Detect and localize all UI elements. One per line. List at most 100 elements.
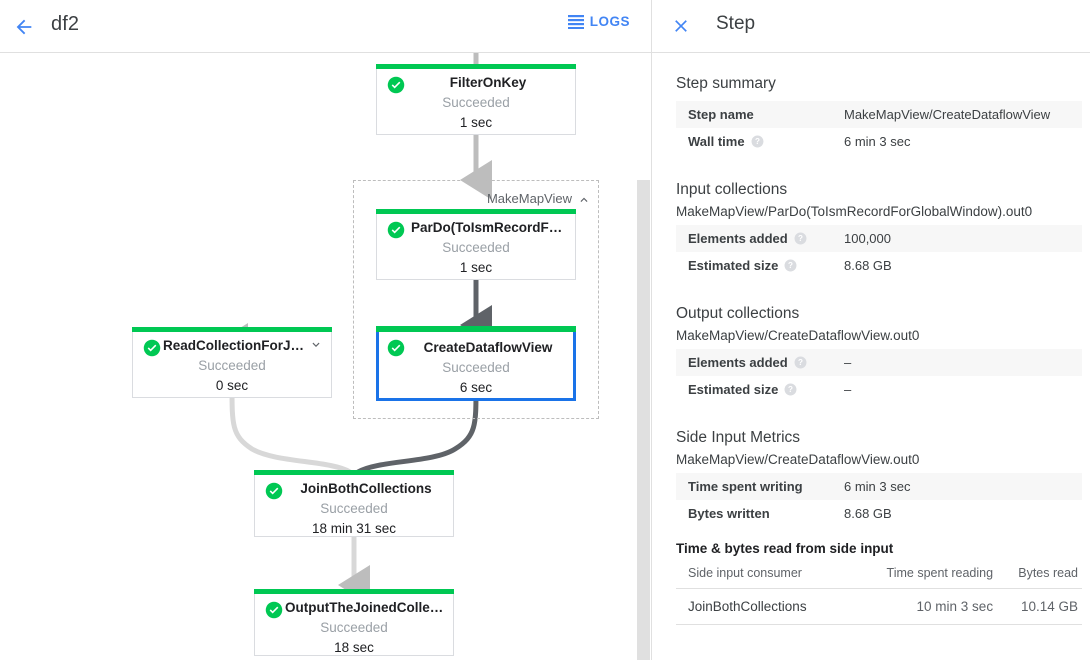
row-value: 100,000 <box>844 225 1082 252</box>
job-graph-canvas[interactable]: MakeMapView FilterOnKey Succeeded 1 sec <box>0 53 652 660</box>
graph-node-createdataflowview[interactable]: CreateDataflowView Succeeded 6 sec <box>376 326 576 401</box>
node-status: Succeeded <box>320 501 388 516</box>
row-key: Bytes written <box>676 500 844 527</box>
status-accent-bar <box>254 589 454 594</box>
help-icon[interactable]: ? <box>784 259 797 272</box>
composite-transform-makemapview[interactable]: MakeMapView <box>353 180 599 419</box>
cell-bytes-read: 10.14 GB <box>997 588 1082 625</box>
node-name: OutputTheJoinedCollec… <box>285 600 445 615</box>
chevron-down-icon[interactable] <box>309 338 323 352</box>
row-key: Wall time? <box>676 128 844 155</box>
graph-vertical-scrollbar[interactable] <box>637 180 650 660</box>
input-collections-table: Elements added? 100,000 Estimated size? … <box>676 225 1082 279</box>
node-time: 1 sec <box>459 115 493 130</box>
top-app-bar: df2 LOGS <box>0 0 652 53</box>
step-panel-body: Step summary Step name MakeMapView/Creat… <box>652 53 1090 625</box>
table-row: Elements added? – <box>676 349 1082 376</box>
output-collections-table: Elements added? – Estimated size? – <box>676 349 1082 403</box>
row-key-label: Time spent writing <box>688 479 803 494</box>
node-name: JoinBothCollections <box>300 481 432 496</box>
row-value: – <box>844 349 1082 376</box>
table-row: Wall time? 6 min 3 sec <box>676 128 1082 155</box>
node-status: Succeeded <box>442 240 510 255</box>
column-header-time-spent-reading: Time spent reading <box>849 558 998 589</box>
help-icon[interactable]: ? <box>751 135 764 148</box>
svg-text:?: ? <box>788 385 793 394</box>
step-panel-title: Step <box>716 13 756 34</box>
row-key-label: Step name <box>688 107 754 122</box>
row-key: Elements added? <box>676 349 844 376</box>
node-name: ReadCollectionForJoin <box>163 338 309 353</box>
node-time: 1 sec <box>459 260 493 275</box>
row-value: 6 min 3 sec <box>844 134 911 149</box>
row-value: – <box>844 382 852 397</box>
node-name: FilterOnKey <box>449 75 527 90</box>
graph-node-outputthejoinedcollection[interactable]: OutputTheJoinedCollec… Succeeded 18 sec <box>254 589 454 656</box>
node-time: 18 sec <box>334 640 374 655</box>
input-collection-name: MakeMapView/ParDo(ToIsmRecordForGlobalWi… <box>676 204 1033 219</box>
arrow-back-icon[interactable] <box>9 12 39 42</box>
success-check-icon <box>387 339 405 357</box>
node-status: Succeeded <box>320 620 388 635</box>
node-status: Succeeded <box>198 358 266 373</box>
step-panel-header: Step <box>652 0 1090 53</box>
node-time: 18 min 31 sec <box>311 521 397 536</box>
row-key: Time spent writing <box>676 473 844 500</box>
side-input-metrics-table: Time spent writing 6 min 3 sec Bytes wri… <box>676 473 1082 527</box>
row-key-label: Elements added <box>688 231 788 246</box>
status-accent-bar <box>376 326 576 332</box>
subsection-heading-time-bytes-read: Time & bytes read from side input <box>676 541 894 556</box>
section-heading-input-collections: Input collections <box>676 181 788 198</box>
success-check-icon <box>387 221 405 239</box>
table-row: JoinBothCollections 10 min 3 sec 10.14 G… <box>676 588 1082 625</box>
help-icon[interactable]: ? <box>794 356 807 369</box>
cell-side-input-consumer: JoinBothCollections <box>676 588 850 625</box>
row-key: Estimated size? <box>676 376 844 403</box>
row-key: Step name <box>676 101 844 128</box>
close-icon[interactable] <box>669 14 693 38</box>
step-details-panel: Step Step summary Step name MakeMapView/… <box>652 0 1090 660</box>
table-row: Time spent writing 6 min 3 sec <box>676 473 1082 500</box>
success-check-icon <box>265 601 283 619</box>
row-value: MakeMapView/CreateDataflowView <box>844 101 1082 128</box>
table-header-row: Side input consumer Time spent reading B… <box>676 558 1082 589</box>
success-check-icon <box>387 76 405 94</box>
status-accent-bar <box>376 209 576 214</box>
success-check-icon <box>143 339 161 357</box>
output-collection-name: MakeMapView/CreateDataflowView.out0 <box>676 328 920 343</box>
row-value: 8.68 GB <box>844 258 892 273</box>
svg-text:?: ? <box>798 234 803 243</box>
side-input-collection-name: MakeMapView/CreateDataflowView.out0 <box>676 452 920 467</box>
row-key-label: Estimated size <box>688 382 779 397</box>
table-row: Step name MakeMapView/CreateDataflowView <box>676 101 1082 128</box>
row-key-label: Wall time <box>688 134 745 149</box>
status-accent-bar <box>132 327 332 332</box>
graph-node-joinbothcollections[interactable]: JoinBothCollections Succeeded 18 min 31 … <box>254 470 454 537</box>
node-status: Succeeded <box>442 95 510 110</box>
logs-lines-icon <box>567 14 584 29</box>
help-icon[interactable]: ? <box>794 232 807 245</box>
row-key-label: Estimated size <box>688 258 779 273</box>
help-icon[interactable]: ? <box>784 383 797 396</box>
node-name: CreateDataflowView <box>423 340 553 355</box>
column-header-side-input-consumer: Side input consumer <box>676 558 850 589</box>
chevron-up-icon[interactable] <box>577 193 591 207</box>
section-heading-output-collections: Output collections <box>676 305 800 322</box>
success-check-icon <box>265 482 283 500</box>
logs-button[interactable]: LOGS <box>567 14 630 29</box>
row-value: 6 min 3 sec <box>844 473 1082 500</box>
table-row: Elements added? 100,000 <box>676 225 1082 252</box>
job-graph-pane: df2 LOGS <box>0 0 652 660</box>
node-status: Succeeded <box>442 360 510 375</box>
section-heading-side-input-metrics: Side Input Metrics <box>676 429 801 446</box>
graph-node-filteronkey[interactable]: FilterOnKey Succeeded 1 sec <box>376 64 576 135</box>
row-key: Elements added? <box>676 225 844 252</box>
graph-node-pardo-toismrecord[interactable]: ParDo(ToIsmRecordFor… Succeeded 1 sec <box>376 209 576 280</box>
graph-node-readcollectionforjoin[interactable]: ReadCollectionForJoin Succeeded 0 sec <box>132 327 332 398</box>
column-header-bytes-read: Bytes read <box>997 558 1082 589</box>
node-time: 6 sec <box>459 380 493 395</box>
node-time: 0 sec <box>215 378 249 393</box>
svg-text:?: ? <box>755 137 760 146</box>
row-key-label: Elements added <box>688 355 788 370</box>
